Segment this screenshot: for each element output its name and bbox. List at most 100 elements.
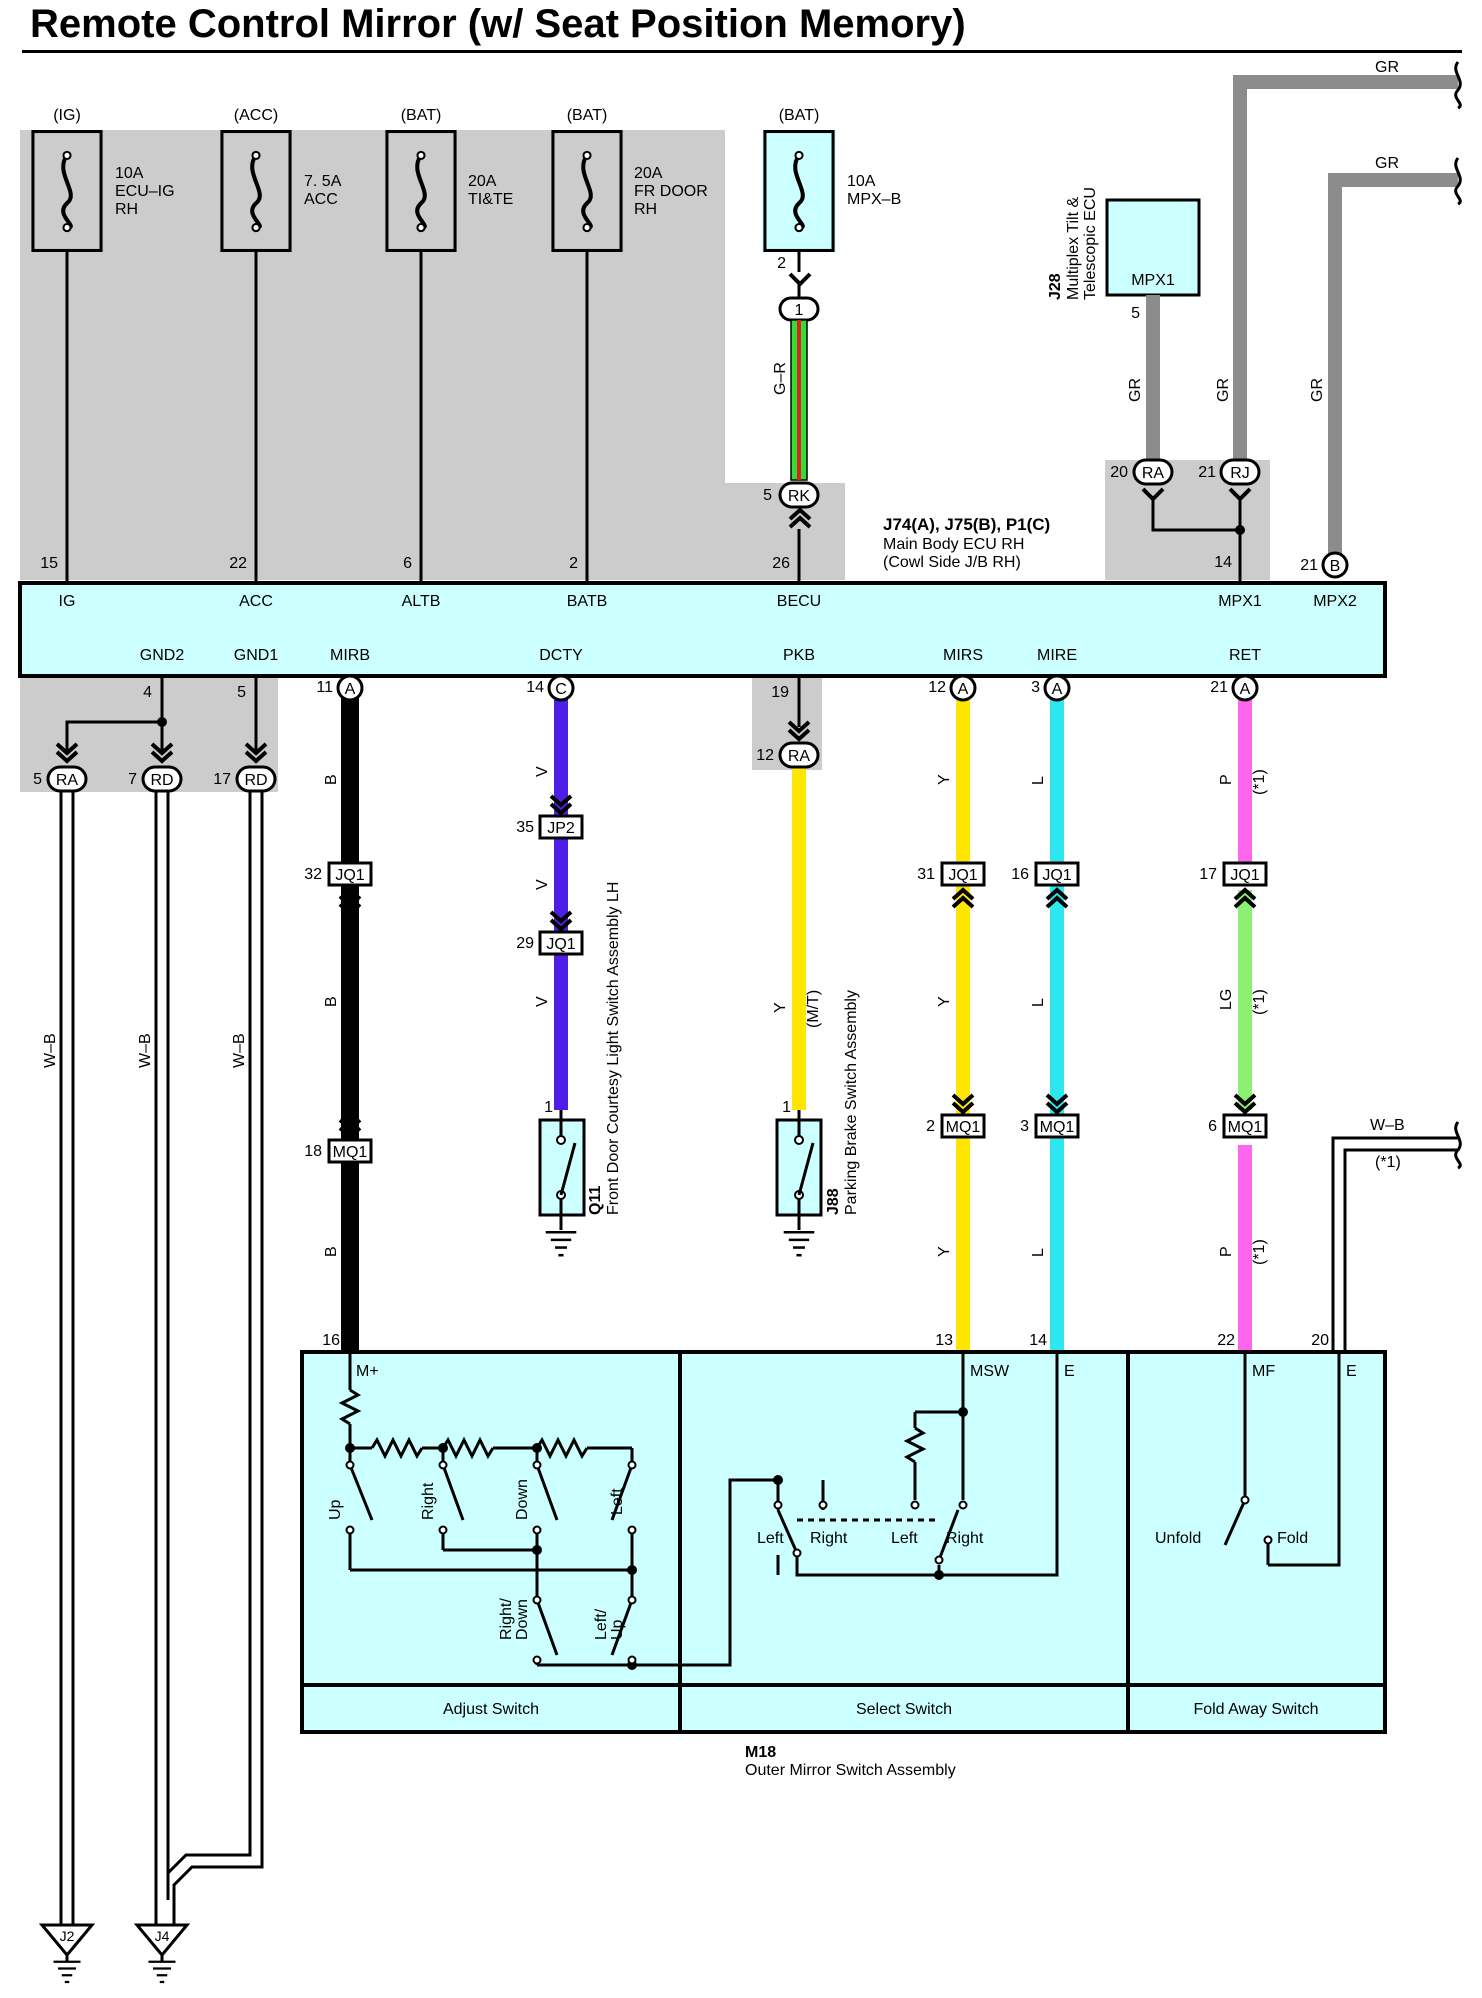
- switch-label-right-down: Right/: [498, 1598, 515, 1640]
- component-name: Front Door Courtesy Light Switch Assembl…: [605, 882, 622, 1215]
- fuse-source-label: (BAT): [779, 107, 820, 124]
- junction-label: RA: [788, 748, 811, 765]
- section-label-fold: Fold Away Switch: [1193, 1701, 1318, 1718]
- wire-color-label: V: [534, 879, 551, 890]
- dcty-wire: C 14 V V V: [526, 674, 575, 1110]
- fold-switch-nodes: Unfold Fold: [1155, 1495, 1308, 1547]
- select-label-left: Left: [891, 1530, 918, 1547]
- switch-label-up: Up: [327, 1499, 344, 1520]
- wire-color-label: V: [534, 996, 551, 1007]
- junction-label: RA: [1142, 465, 1165, 482]
- component-id: J74(A), J75(B), P1(C): [883, 515, 1050, 534]
- wire-color-label: B: [323, 996, 340, 1007]
- pin-number: 6: [403, 555, 412, 572]
- fuse-acc: (ACC) 7. 5A ACC: [222, 107, 342, 250]
- fuse-rating: 10A: [115, 165, 144, 182]
- pin-number: 14: [526, 679, 544, 696]
- junction-label: JQ1: [1042, 867, 1071, 884]
- ground-label: J4: [155, 1928, 170, 1944]
- pin-number: 16: [1011, 866, 1029, 883]
- mpx-junction: RA 20 RJ 21 14 B 21: [1110, 458, 1349, 583]
- connector-label: B: [1330, 558, 1341, 575]
- pin-number: 15: [40, 555, 58, 572]
- ecu-pin-label: GND2: [140, 647, 185, 664]
- becu-wire: 1 G–R RK 5 2: [763, 252, 820, 583]
- pin-number: 3: [1031, 679, 1040, 696]
- fuse-name: ACC: [304, 191, 338, 208]
- fold-ground-wire: [1331, 1136, 1458, 1352]
- ecu-pin-label: BECU: [777, 593, 821, 610]
- junction-label: JQ1: [1230, 867, 1259, 884]
- select-label-right: Right: [946, 1530, 984, 1547]
- ground-wires: 4 5 RA 5 RD 7 RD 17 W–B W–B W–B: [33, 676, 277, 1925]
- wire-note-label: (*1): [1251, 989, 1268, 1015]
- fuse-rating: 20A: [468, 173, 497, 190]
- pin-number: 1: [544, 1099, 553, 1116]
- ecu-pin-label: PKB: [783, 647, 815, 664]
- fold-label-unfold: Unfold: [1155, 1530, 1201, 1547]
- pin-number: 5: [237, 684, 246, 701]
- pin-number: 29: [516, 935, 534, 952]
- junction-label: JQ1: [546, 936, 575, 953]
- mire-wire: A 3 L L L: [1030, 674, 1071, 1352]
- junction-label: JP2: [547, 820, 575, 837]
- pin-number: 4: [143, 684, 152, 701]
- wire-color-label: Y: [936, 774, 953, 785]
- courtesy-light-switch-q11: 1 Q11 Front Door Courtesy Light Switch A…: [538, 882, 622, 1257]
- wire-color-label: Y: [936, 1246, 953, 1257]
- mirs-wire: A 12 Y Y Y: [928, 674, 977, 1352]
- pin-number: 32: [304, 866, 322, 883]
- select-switch-nodes: [773, 1407, 968, 1580]
- inline-connectors: JP2 35 JQ1 29 JQ1 32 MQ1 18 JQ1 31 JQ1 1…: [304, 794, 1268, 1164]
- wire-color-label: W–B: [231, 1033, 248, 1068]
- wire-color-label: GR: [1375, 59, 1399, 76]
- wire-color-label: G–R: [772, 362, 789, 395]
- wire-color-label: L: [1030, 998, 1047, 1007]
- ret-wire: A 21 P (*1) LG (*1) P (*1): [1210, 674, 1268, 1352]
- ecu-pin-label: ACC: [239, 593, 273, 610]
- m18-caption: M18 Outer Mirror Switch Assembly: [745, 1744, 956, 1779]
- junction-label: RJ: [1230, 465, 1250, 482]
- ecu-pin-label: MPX2: [1313, 593, 1357, 610]
- component-id: J88: [825, 1188, 842, 1215]
- pin-number: 22: [229, 555, 247, 572]
- pin-number: 14: [1029, 1332, 1047, 1349]
- pin-number: 26: [772, 555, 790, 572]
- ecu-pin-label: MPX1: [1131, 272, 1175, 289]
- ecu-pin-label: GND1: [234, 647, 279, 664]
- wire-note-label: (M/T): [805, 990, 822, 1028]
- wire-color-label: P: [1218, 1246, 1235, 1257]
- wire-color-label: L: [1030, 776, 1047, 785]
- fuse-name: MPX–B: [847, 191, 901, 208]
- fuse-fr-door-rh: (BAT) 20A FR DOOR RH: [553, 107, 708, 250]
- fuse-name: FR DOOR: [634, 183, 708, 200]
- pin-number: 1: [782, 1099, 791, 1116]
- wire-color-label: W–B: [137, 1033, 154, 1068]
- fuse-mpx-b: (BAT) 10A MPX–B: [762, 107, 901, 252]
- m18-pin-numbers: 16 13 14 22 20: [322, 1332, 1329, 1349]
- switch-pin-label: MF: [1252, 1363, 1275, 1380]
- component-id: M18: [745, 1744, 776, 1761]
- fuse-ti-te: (BAT) 20A TI&TE: [387, 107, 513, 250]
- wire-color-label: V: [534, 766, 551, 777]
- ecu-pin-label: MIRE: [1037, 647, 1077, 664]
- pin-number: 18: [304, 1143, 322, 1160]
- pin-number: 14: [1214, 554, 1232, 571]
- select-label-right: Right: [810, 1530, 848, 1547]
- pin-number: 20: [1311, 1332, 1329, 1349]
- switch-label-left-up: Up: [609, 1619, 626, 1640]
- pin-number: 35: [516, 819, 534, 836]
- fuse-name: TI&TE: [468, 191, 513, 208]
- fuse-rating: 10A: [847, 173, 876, 190]
- wire-note-label: (*1): [1251, 1239, 1268, 1265]
- connector-label: A: [958, 681, 969, 698]
- wire-color-label: B: [323, 1246, 340, 1257]
- fuse-name: RH: [634, 201, 657, 218]
- wire-color-label: GR: [1309, 378, 1326, 402]
- pin-number: 5: [763, 487, 772, 504]
- ecu-pin-label: RET: [1229, 647, 1261, 664]
- ecu-pin-label: MIRS: [943, 647, 983, 664]
- switch-pin-label: E: [1346, 1363, 1357, 1380]
- pin-number: 21: [1198, 464, 1216, 481]
- pin-number: 6: [1208, 1118, 1217, 1135]
